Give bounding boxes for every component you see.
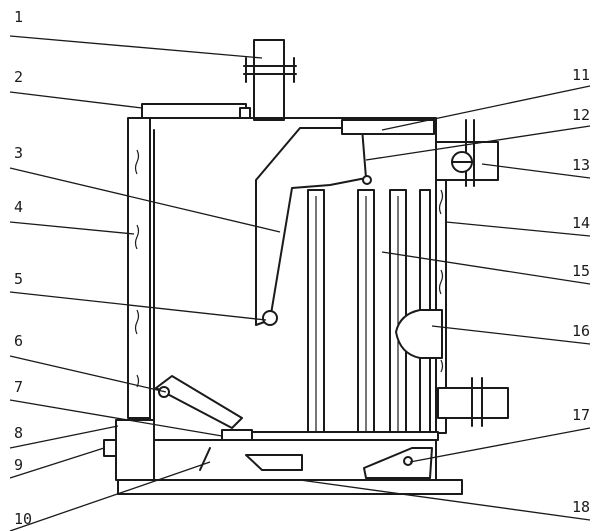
lower-door <box>115 419 155 481</box>
flap-hinge <box>362 175 372 185</box>
callout-13: 13 <box>572 156 590 174</box>
callout-12: 12 <box>572 106 590 124</box>
baffle-plate <box>255 127 367 326</box>
callout-10: 10 <box>14 510 32 528</box>
callout-2: 2 <box>14 68 23 86</box>
callout-8: 8 <box>14 424 23 442</box>
callout-5: 5 <box>14 270 23 288</box>
cover-hinge <box>239 107 251 119</box>
callout-15: 15 <box>572 262 590 280</box>
lever-rod <box>199 447 211 471</box>
leader-lines <box>9 35 591 531</box>
callout-18: 18 <box>572 498 590 516</box>
callout-9: 9 <box>14 456 23 474</box>
fuel-door <box>155 375 243 429</box>
ash-pan-pin <box>403 456 413 466</box>
callout-17: 17 <box>572 406 590 424</box>
callout-14: 14 <box>572 214 590 232</box>
callout-7: 7 <box>14 378 23 396</box>
flue-pipe <box>243 39 297 121</box>
inlet-fitting <box>437 377 509 427</box>
base-plate <box>117 479 463 495</box>
callout-16: 16 <box>572 322 590 340</box>
grate-lever <box>221 429 253 441</box>
top-cover <box>141 103 247 119</box>
side-nozzle <box>395 309 443 359</box>
callout-4: 4 <box>14 198 23 216</box>
ash-door <box>245 454 303 471</box>
callout-labels: 1 2 3 4 5 6 7 8 9 10 11 12 13 14 15 16 1… <box>14 8 590 528</box>
ash-pan <box>363 447 433 479</box>
door-handle <box>103 439 117 457</box>
baffle-pivot <box>262 310 278 326</box>
callout-1: 1 <box>14 8 23 26</box>
callout-3: 3 <box>14 144 23 162</box>
grate-bar <box>231 431 439 441</box>
callout-11: 11 <box>572 66 590 84</box>
insulation-jacket <box>127 117 151 419</box>
smoke-outlet <box>435 119 499 187</box>
callout-6: 6 <box>14 332 23 350</box>
